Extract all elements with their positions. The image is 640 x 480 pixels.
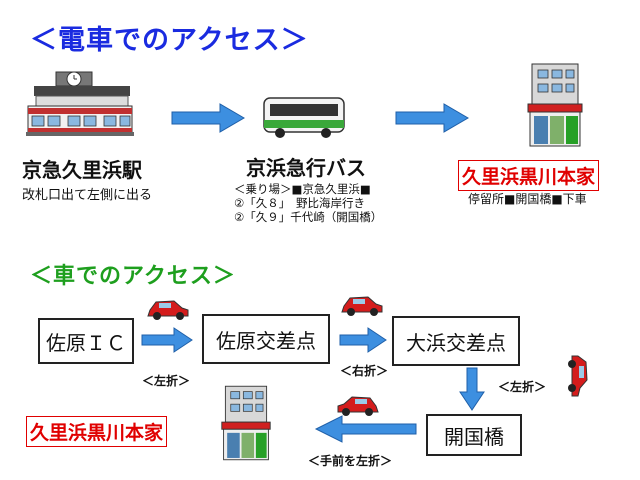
turn-label-before-left: ＜手前を左折＞ xyxy=(308,454,393,468)
bus-info-2: ②「久８」 野比海岸行き xyxy=(234,196,366,210)
turn-label-left-2: ＜左折＞ xyxy=(498,380,547,394)
turn-label-right: ＜右折＞ xyxy=(340,364,389,378)
turn-label-left-1: ＜左折＞ xyxy=(142,374,191,388)
store-icon xyxy=(527,63,583,147)
arrow-ohama-to-bridge xyxy=(459,367,485,411)
bus-info-1: ＜乗り場＞■京急久里浜■ xyxy=(234,182,371,196)
arrow-bus-to-store xyxy=(395,103,469,133)
bus-name: 京浜急行バス xyxy=(246,156,366,180)
node-sawara-intersection: 佐原交差点 xyxy=(202,314,330,364)
destination-label-train: 久里浜黒川本家 xyxy=(458,160,600,191)
arrow-station-to-bus xyxy=(171,103,245,133)
station-name: 京急久里浜駅 xyxy=(22,158,142,182)
bus-icon xyxy=(263,97,345,138)
car-icon-1 xyxy=(147,300,189,320)
car-access-title: ＜車でのアクセス＞ xyxy=(30,264,236,289)
node-ohama-intersection: 大浜交差点 xyxy=(392,316,520,366)
train-access-title: ＜電車でのアクセス＞ xyxy=(30,25,309,56)
destination-note: 停留所■開国橋■下車 xyxy=(468,192,587,206)
station-note: 改札口出て左側に出る xyxy=(22,188,153,203)
node-kaikoku-bridge: 開国橋 xyxy=(426,414,522,456)
node-sawara-ic: 佐原ＩＣ xyxy=(38,318,134,364)
station-icon xyxy=(26,71,134,136)
destination-label-car: 久里浜黒川本家 xyxy=(26,416,168,447)
arrow-sawara-to-ohama xyxy=(339,327,387,353)
car-icon-2 xyxy=(341,296,383,316)
arrow-bridge-to-store xyxy=(314,415,417,443)
arrow-ic-to-sawara xyxy=(141,327,193,353)
car-icon-3 xyxy=(568,355,588,397)
bus-info-3: ②「久９」千代崎（開国橋） xyxy=(234,210,383,224)
store-icon-bottom xyxy=(221,385,271,461)
car-icon-4 xyxy=(337,396,379,416)
